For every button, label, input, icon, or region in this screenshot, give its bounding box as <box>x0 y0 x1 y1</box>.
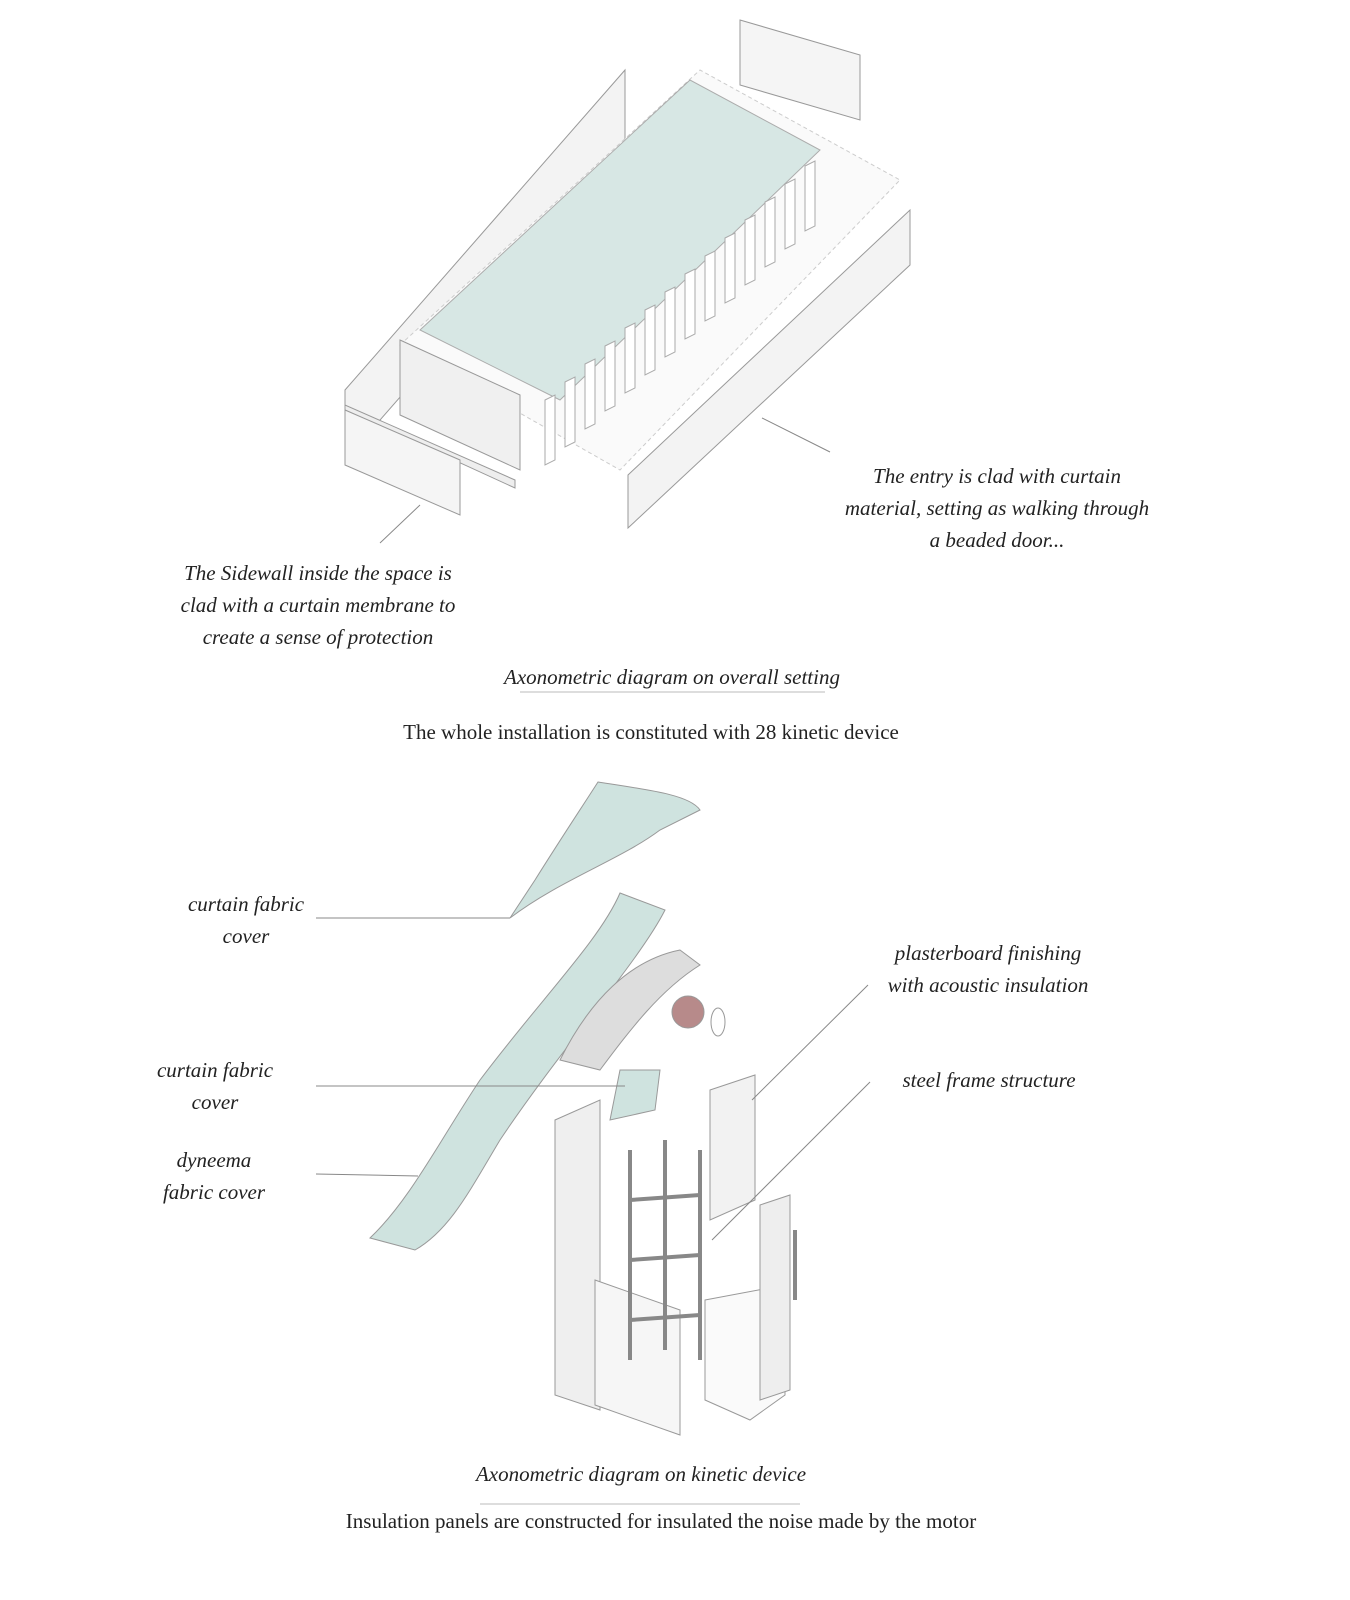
label-line: with acoustic insulation <box>887 973 1089 997</box>
overall-caption: Axonometric diagram on overall setting <box>504 665 840 689</box>
end-wall <box>399 339 521 471</box>
kinetic-device-column <box>804 160 816 232</box>
label-plasterboard: plasterboard finishing with acoustic ins… <box>888 937 1089 1001</box>
entry-note-line: The entry is clad with curtain <box>873 464 1121 488</box>
kinetic-device-axonometric <box>369 781 797 1436</box>
device-leader-lines <box>315 917 871 1241</box>
label-line: plasterboard finishing <box>894 941 1082 965</box>
motor-cap <box>710 1007 726 1037</box>
sidewall-note-line: create a sense of protection <box>202 625 434 649</box>
kinetic-device-column <box>624 322 636 394</box>
front-panel <box>594 1279 681 1436</box>
leader-entry <box>761 417 831 453</box>
left-insulation-panel <box>554 1099 601 1411</box>
device-caption: Axonometric diagram on kinetic device <box>475 1462 807 1486</box>
kinetic-device-column <box>564 376 576 448</box>
kinetic-device-column <box>724 232 736 304</box>
device-description: Insulation panels are constructed for in… <box>345 1509 977 1533</box>
label-curtain-fabric-top: curtain fabric cover <box>188 888 304 952</box>
kinetic-device-column <box>784 178 796 250</box>
sidewall-note: The Sidewall inside the space is clad wi… <box>181 557 456 653</box>
curtain-roof <box>419 79 821 401</box>
label-line: cover <box>191 1090 239 1114</box>
label-curtain-fabric-mid: curtain fabric cover <box>157 1054 273 1118</box>
label-line: curtain fabric <box>187 892 305 916</box>
kinetic-device-columns <box>544 160 816 466</box>
motor <box>671 995 705 1029</box>
sidewall-note-line: The Sidewall inside the space is <box>184 561 452 585</box>
right-insulation-panel <box>709 1074 756 1221</box>
kinetic-mechanism <box>559 949 701 1071</box>
back-door <box>739 19 861 121</box>
kinetic-device-column <box>544 394 556 466</box>
overall-axonometric <box>344 19 911 530</box>
entry-note: The entry is clad with curtain material,… <box>845 460 1149 556</box>
label-line: curtain fabric <box>156 1058 274 1082</box>
side-panel-handle <box>759 1194 791 1401</box>
kinetic-device-column <box>744 214 756 286</box>
kinetic-device-column <box>764 196 776 268</box>
kinetic-device-column <box>684 268 696 340</box>
right-sidewall-panel <box>627 208 911 530</box>
sidewall-note-line: clad with a curtain membrane to <box>180 593 456 617</box>
kinetic-device-column <box>604 340 616 412</box>
kinetic-device-column <box>584 358 596 430</box>
label-line: steel frame structure <box>902 1068 1076 1092</box>
steel-frame-structure <box>628 1140 702 1360</box>
entry-note-line: material, setting as walking through <box>844 496 1150 520</box>
leader-sidewall <box>379 504 421 544</box>
top-curtain-fabric <box>509 781 701 919</box>
entry-door <box>344 409 461 516</box>
entry-note-line: a beaded door... <box>929 528 1065 552</box>
kinetic-device-column <box>664 286 676 358</box>
mid-curtain-fabric <box>609 1069 661 1121</box>
label-line: dyneema <box>176 1148 252 1172</box>
kinetic-device-column <box>644 304 656 376</box>
kinetic-device-column <box>704 250 716 322</box>
label-steel-frame: steel frame structure <box>902 1064 1075 1096</box>
label-line: fabric cover <box>162 1180 266 1204</box>
overall-description: The whole installation is constituted wi… <box>403 720 899 744</box>
label-line: cover <box>222 924 270 948</box>
label-dyneema: dyneema fabric cover <box>163 1144 265 1208</box>
